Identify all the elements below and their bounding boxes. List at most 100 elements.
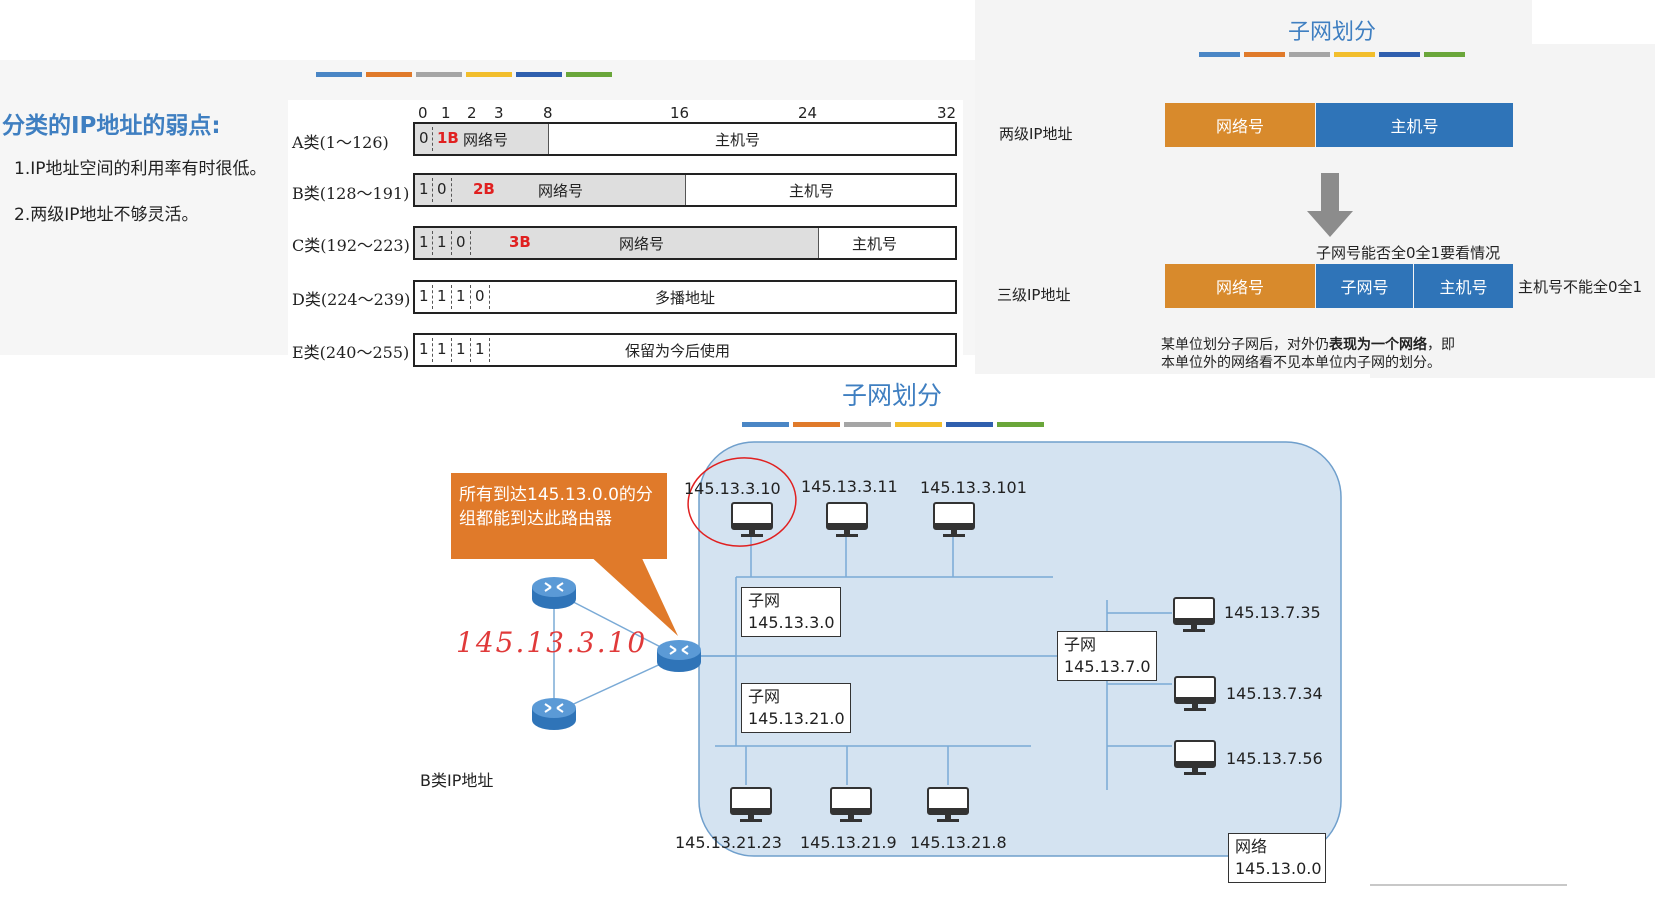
class-b-host: 主机号: [789, 182, 835, 200]
class-b-bit-0: 1: [419, 180, 429, 198]
bit-tick-24: 24: [798, 104, 818, 122]
subnet-box-3-label: 子网: [748, 591, 781, 610]
subnet-description-line1: 某单位划分子网后，对外仍表现为一个网络，即: [1161, 337, 1455, 353]
two-level-host-segment: 主机号: [1316, 103, 1513, 147]
network-box-label: 网络: [1235, 837, 1268, 856]
class-b-bit-1: 0: [437, 180, 447, 198]
class-a-label: A类(1～126): [292, 133, 389, 152]
bit-tick-3: 3: [494, 104, 504, 122]
class-c-tag: 3B: [509, 233, 531, 251]
host-ip-top-3: 145.13.3.101: [920, 478, 1027, 497]
host-ip-bottom-3: 145.13.21.8: [910, 833, 1007, 852]
host-ip-right-3: 145.13.7.56: [1226, 749, 1323, 768]
computer-icon: [830, 787, 872, 822]
bit-tick-8: 8: [543, 104, 553, 122]
class-d-bit-3: 0: [475, 287, 485, 305]
bit-tick-2: 2: [467, 104, 477, 122]
right-slide: [975, 0, 1655, 378]
computer-icon: [927, 787, 969, 822]
emphasis-one-network: 表现为一个网络: [1329, 337, 1427, 353]
class-e-row: 1 1 1 1 保留为今后使用: [413, 333, 957, 367]
three-level-host-segment: 主机号: [1414, 264, 1513, 308]
computer-icon: [731, 502, 773, 537]
two-level-label: 两级IP地址: [999, 125, 1073, 143]
class-a-host: 主机号: [715, 131, 761, 149]
class-e-label: E类(240～255): [292, 343, 410, 362]
bottom-slide-shadow: [1370, 884, 1567, 886]
subnet-box-7-addr: 145.13.7.0: [1064, 657, 1151, 676]
router-icon: [532, 698, 576, 730]
router-icon: [532, 577, 576, 609]
class-d-bit-0: 1: [419, 287, 429, 305]
right-slide-color-bar: [1199, 52, 1465, 57]
host-ip-right-1: 145.13.7.35: [1224, 603, 1321, 622]
callout-tail: [588, 554, 678, 636]
class-c-bit-2: 0: [456, 233, 466, 251]
class-c-row: 1 1 0 3B 网络号 主机号: [413, 226, 957, 260]
class-b-tag: 2B: [473, 180, 495, 198]
class-d-bit-2: 1: [456, 287, 466, 305]
class-c-label: C类(192～223): [292, 236, 410, 255]
class-c-host: 主机号: [852, 235, 898, 253]
two-level-net-text: 网络号: [1215, 117, 1264, 136]
right-slide-title: 子网划分: [1288, 20, 1377, 45]
bottom-slide-color-bar: [742, 422, 1044, 427]
weakness-point-2: 2.两级IP地址不够灵活。: [14, 205, 199, 225]
subnet-box-21-label: 子网: [748, 687, 781, 706]
class-e-text: 保留为今后使用: [625, 342, 731, 360]
class-a-bit-0: 0: [419, 129, 429, 147]
class-a-row: 0 1B 网络号 主机号: [413, 122, 957, 156]
subnet-box-3-addr: 145.13.3.0: [748, 613, 835, 632]
three-level-label: 三级IP地址: [997, 286, 1071, 304]
class-e-bit-3: 1: [475, 340, 485, 358]
subnet-description-line2: 本单位外的网络看不见本单位内子网的划分。: [1161, 355, 1441, 371]
callout-line-1: 所有到达145.13.0.0的分: [459, 485, 653, 505]
class-a-net: 网络号: [463, 131, 509, 149]
class-c-bit-1: 1: [437, 233, 447, 251]
down-arrow-icon: [1307, 173, 1353, 237]
class-b-row: 1 0 2B 网络号 主机号: [413, 173, 957, 207]
class-d-label: D类(224～239): [292, 290, 411, 309]
class-d-row: 1 1 1 0 多播地址: [413, 280, 957, 314]
router-icon: [657, 640, 701, 672]
host-ip-top-1: 145.13.3.10: [684, 479, 781, 498]
bit-tick-0: 0: [418, 104, 428, 122]
weakness-point-1: 1.IP地址空间的利用率有时很低。: [14, 159, 267, 179]
three-level-net-text: 网络号: [1215, 278, 1264, 297]
bottom-slide-title: 子网划分: [842, 381, 943, 410]
computer-icon: [933, 502, 975, 537]
host-ip-bottom-1: 145.13.21.23: [675, 833, 782, 852]
subnet-box-3: 子网 145.13.3.0: [741, 587, 841, 637]
host-ip-right-2: 145.13.7.34: [1226, 684, 1323, 703]
left-slide-title: 分类的IP地址的弱点:: [2, 113, 221, 139]
two-level-net-segment: 网络号: [1165, 103, 1315, 147]
class-d-text: 多播地址: [655, 289, 716, 307]
class-b-net: 网络号: [538, 182, 584, 200]
computer-icon: [1173, 597, 1215, 632]
callout-line-2: 组都能到达此路由器: [459, 509, 612, 529]
bit-tick-16: 16: [670, 104, 690, 122]
host-ip-top-2: 145.13.3.11: [801, 477, 898, 496]
class-c-net: 网络号: [619, 235, 665, 253]
three-level-subnet-segment: 子网号: [1316, 264, 1413, 308]
handwritten-circle: [687, 457, 797, 547]
network-box-addr: 145.13.0.0: [1235, 859, 1322, 878]
subnet-note: 子网号能否全0全1要看情况: [1316, 244, 1501, 262]
computer-icon: [826, 502, 868, 537]
host-note: 主机号不能全0全1: [1518, 278, 1643, 296]
class-d-bit-1: 1: [437, 287, 447, 305]
subnet-box-7-label: 子网: [1064, 635, 1097, 654]
class-e-bit-0: 1: [419, 340, 429, 358]
network-box: 网络 145.13.0.0: [1228, 833, 1326, 883]
class-b-label: B类(128～191): [292, 184, 410, 203]
bit-tick-1: 1: [441, 104, 451, 122]
computer-icon: [1174, 740, 1216, 775]
subnet-box-21-addr: 145.13.21.0: [748, 709, 845, 728]
three-level-subnet-text: 子网号: [1340, 278, 1389, 297]
computer-icon: [730, 787, 772, 822]
handwritten-ip: 145.13.3.10: [456, 626, 648, 659]
class-a-tag: 1B: [437, 129, 459, 147]
class-e-bit-2: 1: [456, 340, 466, 358]
subnet-box-21: 子网 145.13.21.0: [741, 683, 851, 733]
bit-tick-32: 32: [937, 104, 957, 122]
